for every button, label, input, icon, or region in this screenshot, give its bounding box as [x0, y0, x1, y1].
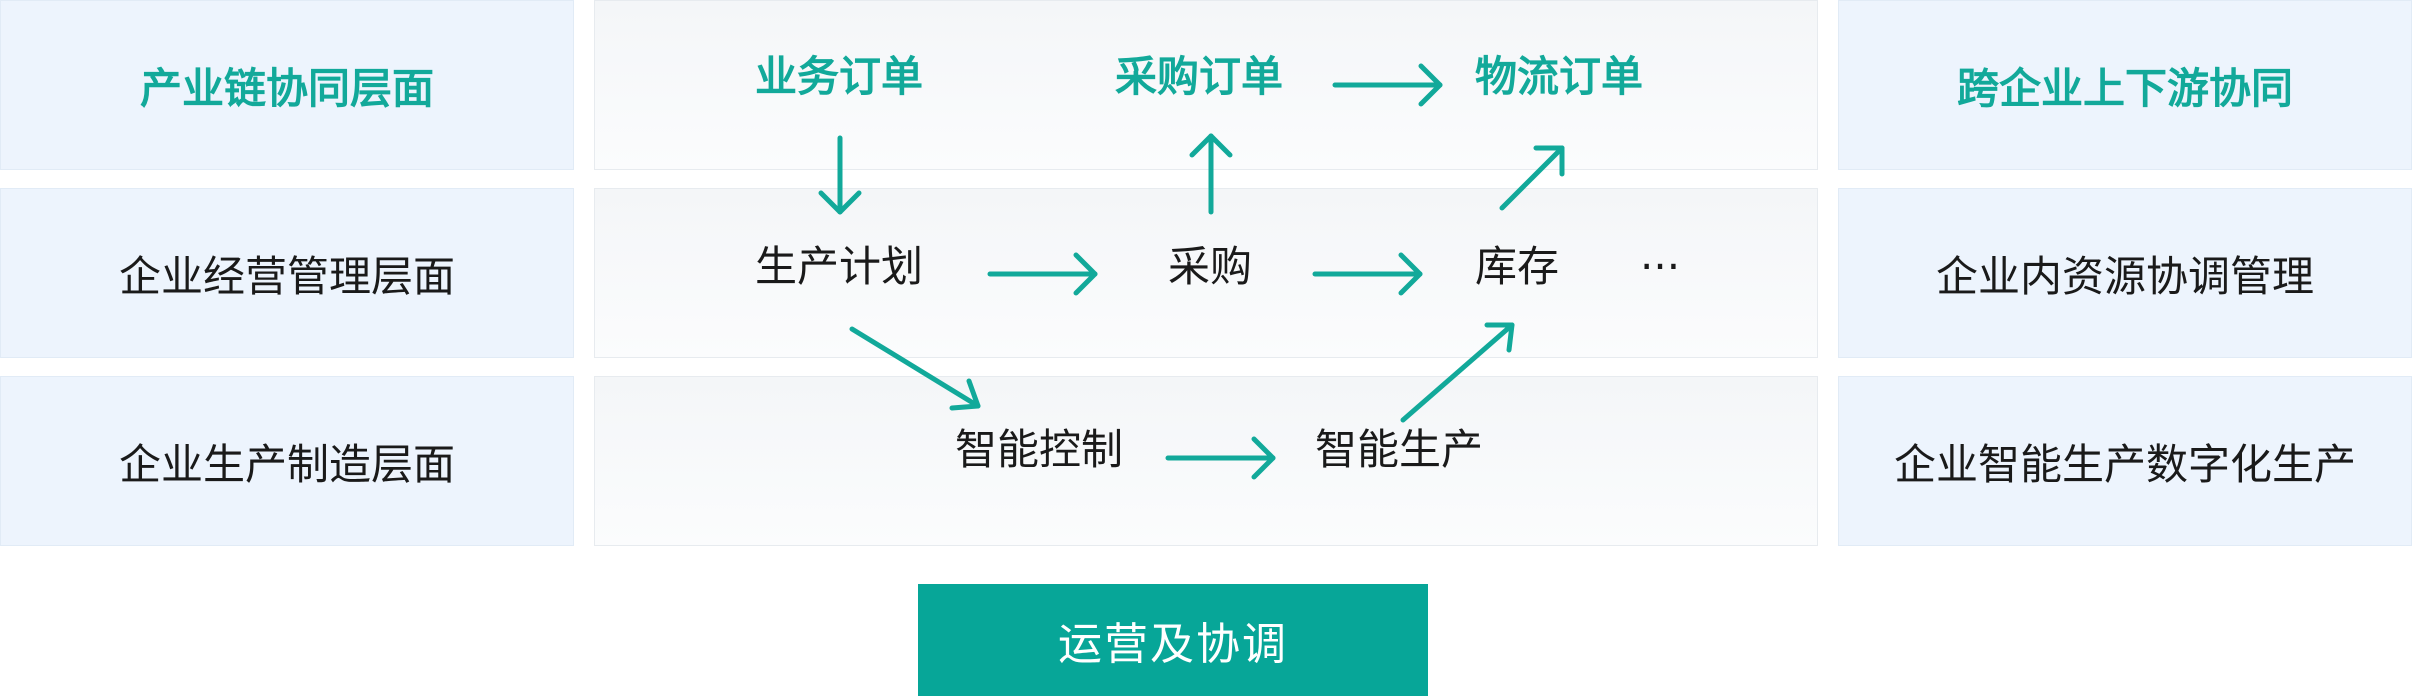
center-row-2	[594, 188, 1818, 358]
arrow-procurement-to-inventory	[1312, 252, 1423, 296]
center-row-3	[594, 376, 1818, 546]
level-smart-digital-production: 企业智能生产数字化生产	[1838, 376, 2412, 546]
node-purchase-order: 采购订单	[1115, 52, 1284, 101]
level-smart-digital-production-label: 企业智能生产数字化生产	[1893, 439, 2356, 489]
level-enterprise-management-label: 企业经营管理层面	[118, 251, 455, 301]
level-cross-enterprise-label: 跨企业上下游协同	[1956, 63, 2293, 113]
arrow-purchase-to-logistics	[1332, 63, 1443, 107]
node-inventory: 库存	[1475, 242, 1560, 291]
level-internal-resource: 企业内资源协调管理	[1838, 188, 2412, 358]
level-industry-chain: 产业链协同层面	[0, 0, 574, 170]
arrow-business-order-to-plan	[818, 135, 862, 215]
level-cross-enterprise: 跨企业上下游协同	[1838, 0, 2412, 170]
arrow-inventory-to-logistics	[1499, 145, 1565, 211]
node-smart-control: 智能控制	[955, 425, 1124, 474]
level-internal-resource-label: 企业内资源协调管理	[1935, 251, 2314, 301]
level-industry-chain-label: 产业链协同层面	[139, 63, 434, 113]
node-ellipsis: ···	[1640, 242, 1681, 291]
level-enterprise-management: 企业经营管理层面	[0, 188, 574, 358]
operations-coordination-button[interactable]: 运营及协调	[918, 584, 1428, 696]
operations-coordination-label: 运营及协调	[1058, 619, 1288, 670]
arrow-control-to-production	[1165, 436, 1276, 480]
node-production-plan: 生产计划	[755, 242, 924, 291]
node-smart-production: 智能生产	[1315, 425, 1484, 474]
arrow-plan-to-procurement	[987, 252, 1098, 296]
level-enterprise-manufacturing: 企业生产制造层面	[0, 376, 574, 546]
arrow-plan-to-smart-control	[849, 326, 981, 411]
node-logistics-order: 物流订单	[1475, 52, 1644, 101]
level-enterprise-manufacturing-label: 企业生产制造层面	[118, 439, 455, 489]
node-procurement: 采购	[1168, 242, 1253, 291]
arrow-procurement-to-purchase-order	[1189, 133, 1233, 215]
arrow-production-to-inventory	[1400, 322, 1515, 423]
node-business-order: 业务订单	[755, 52, 924, 101]
